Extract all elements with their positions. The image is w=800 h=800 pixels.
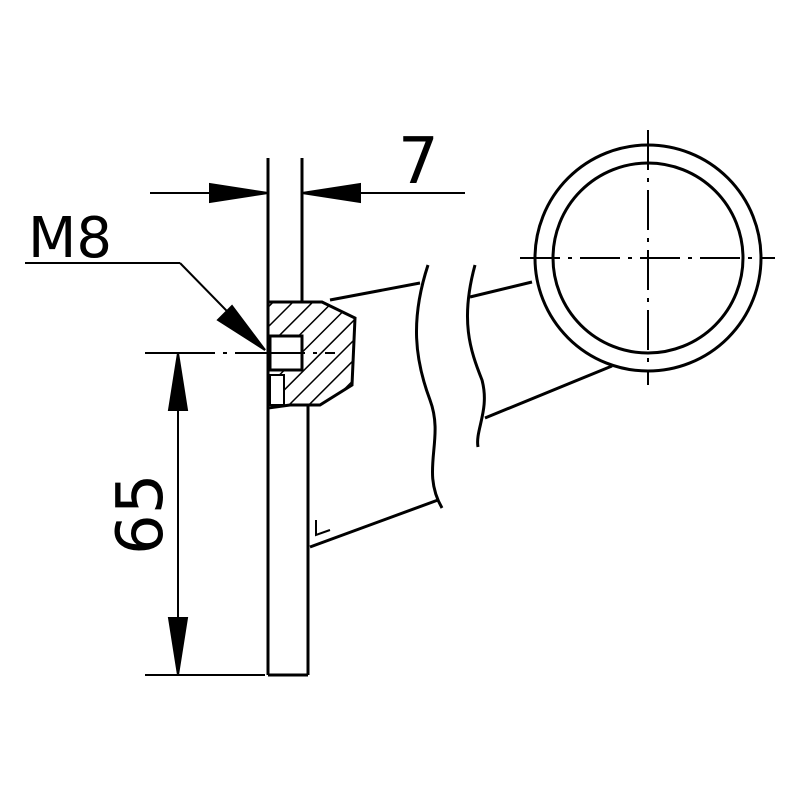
dimension-height (145, 352, 265, 676)
dimension-height-label: 65 (104, 474, 178, 555)
dimension-width (150, 182, 465, 204)
thread-leader (25, 262, 266, 351)
dimension-width-label: 7 (398, 125, 439, 199)
center-lines (145, 130, 775, 385)
arm (309, 264, 613, 549)
weld-symbol (315, 520, 331, 537)
threaded-insert-section (266, 300, 357, 410)
plate (266, 158, 310, 677)
thread-label: M8 (28, 206, 112, 271)
